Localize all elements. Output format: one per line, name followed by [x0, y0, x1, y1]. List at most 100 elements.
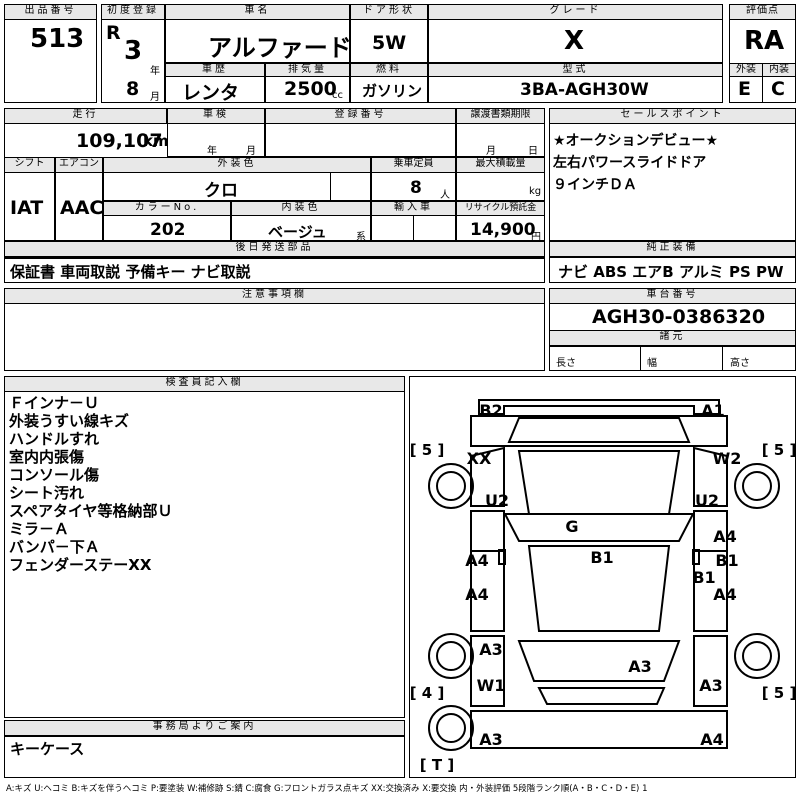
import-label: 輸入車: [371, 201, 456, 216]
inspector-line: Ｆインナ－Ｕ: [9, 394, 100, 412]
mark: B2: [479, 401, 502, 420]
mark: A4: [713, 585, 737, 604]
notes-label: 注意事項欄: [4, 288, 545, 304]
tire-rating: [ 5 ]: [762, 441, 796, 459]
colorno: 202: [150, 220, 186, 240]
import-divider: [413, 216, 414, 241]
capacity: 8: [410, 178, 422, 198]
fuel: ガソリン: [362, 82, 423, 100]
office-box: [4, 736, 405, 778]
office-note: キーケース: [10, 740, 85, 758]
load-label: 最大積載量: [456, 157, 545, 173]
fuel-label: 燃料: [350, 63, 428, 77]
spec-length: 長さ: [556, 358, 576, 369]
disp-label: 排気量: [265, 63, 350, 77]
transfer-month: 月: [486, 146, 496, 157]
spec-row: [549, 346, 796, 371]
history-label: 車歴: [165, 63, 265, 77]
tire-rating: [ 5 ]: [410, 441, 445, 459]
int-grade: C: [771, 78, 785, 100]
inspector-list: Ｆインナ－Ｕ 外装うすい線キズ ハンドルすれ 室内内張傷 コンソール傷 シート汚…: [9, 394, 173, 574]
inspect-label: 車検: [167, 108, 265, 124]
mileage-label: 走行: [4, 108, 167, 124]
mileage-unit: km: [143, 132, 169, 150]
car-damage-diagram: B2 A1 XX W2 U2 U2 G B1 A4 A4 B1 B1 A4 A4…: [410, 399, 796, 774]
ac: AAC: [60, 197, 104, 219]
transfer-day: 日: [528, 146, 538, 157]
inspector-line: ミラ－Ａ: [9, 520, 70, 538]
disp-unit: cc: [332, 90, 343, 101]
sales-line-3: ９インチＤＡ: [553, 177, 637, 193]
mark: A4: [465, 551, 489, 570]
ext-grade: E: [738, 78, 751, 100]
tire-ratings: [ 5 ] [ 5 ] [ 4 ] [ 5 ] [ T ]: [410, 441, 796, 774]
score: RA: [744, 26, 785, 56]
mark: A3: [628, 657, 652, 676]
car-outline: [470, 399, 728, 749]
mark: B1: [715, 551, 738, 570]
int-label: 内装: [762, 63, 796, 77]
cap-label: 乗車定員: [371, 157, 456, 173]
transfer-label: 譲渡書類期限: [456, 108, 545, 124]
ac-label: エアコン: [55, 157, 103, 173]
model-label: 型式: [428, 63, 723, 77]
mark: A4: [700, 730, 724, 749]
spec-label: 諸元: [549, 330, 796, 346]
shift: IAT: [10, 197, 44, 219]
inspector-line: コンソール傷: [9, 466, 100, 484]
equip-box: [549, 257, 796, 283]
recycle-unit: 円: [531, 232, 541, 243]
model: 3BA-AGH30W: [520, 80, 649, 100]
inspector-line: フェンダーステーXX: [9, 556, 152, 574]
history: レンタ: [182, 82, 240, 104]
later-parts: 保証書 車両取説 予備キー ナビ取説: [10, 263, 251, 281]
recycle: 14,900: [470, 220, 536, 240]
mark: G: [565, 517, 578, 536]
mark: A3: [479, 730, 503, 749]
spec-width: 幅: [647, 358, 657, 369]
mark: B1: [590, 548, 613, 567]
inspector-line: 室内内張傷: [9, 448, 85, 466]
sales-label: セールスポイント: [549, 108, 796, 124]
equip: ナビ ABS エアB アルミ PS PW: [558, 263, 784, 281]
mark: A1: [701, 401, 725, 420]
mark: B1: [692, 568, 715, 587]
grade-label: グレード: [428, 4, 723, 20]
sales-line-2: 左右パワースライドドア: [553, 155, 707, 171]
displacement: 2500: [284, 78, 337, 100]
inspect-year: 年: [207, 146, 217, 157]
intcolor-label: 内装色: [231, 201, 371, 216]
door-label: ドア形状: [350, 4, 428, 20]
door-type: 5W: [372, 32, 407, 54]
name-label: 車名: [165, 4, 350, 20]
month: 8: [126, 78, 140, 100]
month-unit: 月: [150, 92, 160, 103]
tire-group: [428, 463, 780, 751]
score-label: 評価点: [729, 4, 796, 20]
era: R: [106, 22, 121, 44]
mark: A4: [713, 527, 737, 546]
year: 3: [124, 36, 143, 66]
mark: A3: [699, 676, 723, 695]
inspect-month: 月: [246, 146, 256, 157]
reg-label: 登録番号: [265, 108, 456, 124]
diagram-box: [409, 376, 796, 778]
tire-rating: [ 5 ]: [762, 684, 796, 702]
mileage: 109,107: [76, 130, 163, 152]
mark: A4: [465, 585, 489, 604]
mark: W2: [713, 449, 742, 468]
damage-marks: B2 A1 XX W2 U2 U2 G B1 A4 A4 B1 B1 A4 A4…: [465, 401, 741, 749]
mark: W1: [477, 676, 506, 695]
color-divider: [330, 173, 371, 201]
inspector-line: シート汚れ: [9, 484, 85, 502]
mark: U2: [485, 491, 509, 510]
later-label: 後日発送部品: [4, 241, 545, 257]
first-reg-label: 初度登録: [101, 4, 165, 20]
sales-line-1: ★オークションデビュー★: [553, 133, 719, 149]
tire-rating: [ 4 ]: [410, 684, 445, 702]
later-box: [4, 257, 545, 283]
mark: A3: [479, 640, 503, 659]
shift-label: シフト: [4, 157, 55, 173]
ext-int-divider: [762, 77, 763, 103]
grade: X: [564, 26, 585, 56]
